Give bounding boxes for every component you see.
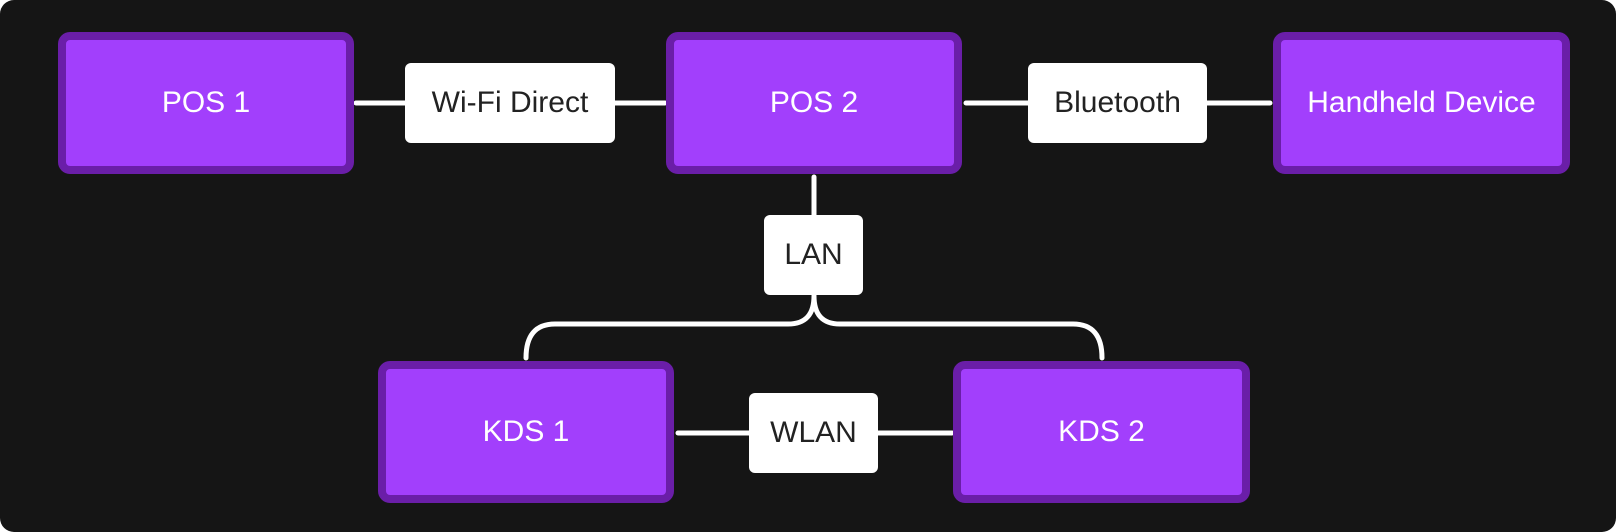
node-pos-1: POS 1 [58,32,354,174]
node-kds-2: KDS 2 [953,361,1250,503]
label-lan: LAN [764,215,863,295]
label-wlan: WLAN [749,393,878,473]
node-pos-2: POS 2 [666,32,962,174]
node-handheld-device: Handheld Device [1273,32,1570,174]
wire-lan-kds2 [811,293,1105,361]
node-kds-1: KDS 1 [378,361,674,503]
wire-lan-kds1 [523,293,817,361]
label-bluetooth: Bluetooth [1028,63,1207,143]
label-wifi-direct: Wi-Fi Direct [405,63,615,143]
